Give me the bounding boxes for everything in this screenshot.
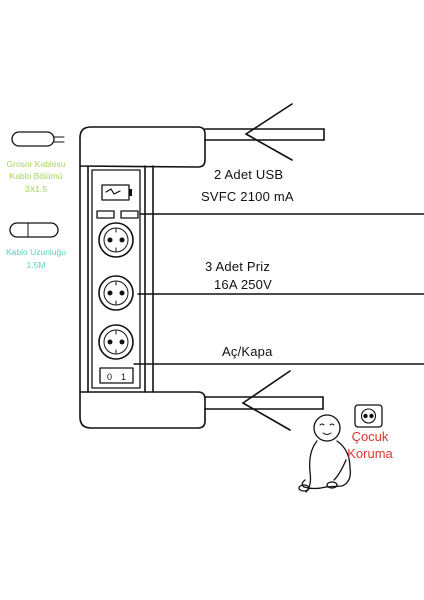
cable-section-label-3: 3X1.5 bbox=[24, 184, 48, 194]
baby-illustration-icon bbox=[298, 414, 351, 493]
cable-section-label-2: Kablo Bölümü bbox=[9, 171, 63, 181]
switch-label: Aç/Kapa bbox=[222, 344, 273, 359]
cable-bottom bbox=[204, 370, 324, 431]
child-protection-label-1: Çocuk bbox=[351, 429, 389, 444]
socket-icon bbox=[98, 324, 134, 360]
cable-top bbox=[204, 103, 325, 161]
cable-length-label-1: Kablo Uzunluğu bbox=[5, 247, 66, 257]
socket-icon bbox=[98, 222, 134, 258]
switch-on-mark: 1 bbox=[121, 372, 126, 382]
usb-spec-label: SVFC 2100 mA bbox=[201, 189, 294, 204]
socket-icon bbox=[98, 275, 134, 311]
switch-off-mark: 0 bbox=[107, 372, 112, 382]
usb-port-right bbox=[120, 210, 139, 219]
child-protection-socket-icon bbox=[354, 404, 383, 428]
strip-bottom-cap bbox=[79, 391, 206, 429]
cable-plug-icon bbox=[11, 131, 65, 147]
cable-coil-icon bbox=[9, 222, 59, 238]
battery-icon bbox=[101, 184, 132, 201]
strip-body bbox=[79, 165, 154, 393]
usb-count-label: 2 Adet USB bbox=[214, 167, 284, 182]
cable-length-label-2: 1.5M bbox=[26, 260, 46, 270]
cable-section-label-1: Grosor Kablosu bbox=[6, 159, 66, 169]
usb-port-left bbox=[96, 210, 115, 219]
socket-spec-label: 16A 250V bbox=[214, 277, 272, 292]
strip-top-cap bbox=[79, 126, 206, 168]
socket-count-label: 3 Adet Priz bbox=[205, 259, 271, 274]
power-switch bbox=[99, 367, 134, 384]
child-protection-label-2: Koruma bbox=[347, 446, 393, 461]
